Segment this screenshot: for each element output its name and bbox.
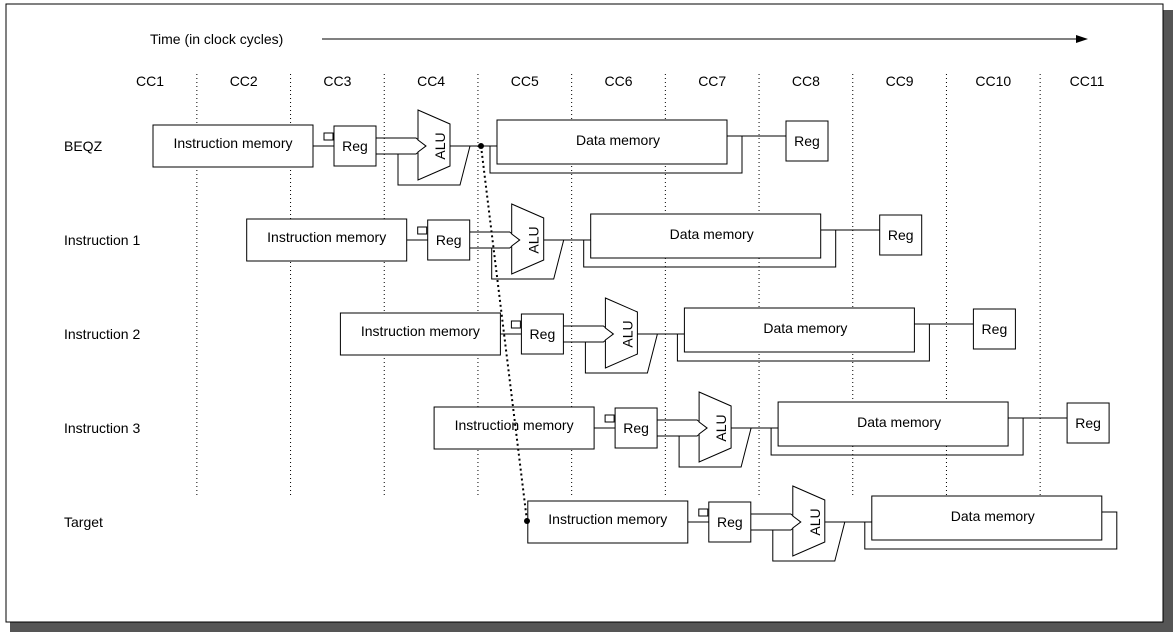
reg-write-notch: [323, 132, 334, 141]
reg-box: [614, 407, 658, 449]
alu-bypass-loop: [772, 521, 846, 562]
clock-cycle-label: CC2: [230, 73, 258, 89]
writeback-reg-box: [879, 214, 923, 256]
time-axis-label: Time (in clock cycles): [150, 31, 283, 47]
reg-box: [427, 219, 471, 261]
dmem-label: Data memory: [670, 226, 754, 242]
reg-label: Reg: [717, 514, 743, 530]
reg-write-notch: [604, 414, 615, 423]
alu-label: ALU: [526, 226, 542, 253]
clock-cycle-label: CC6: [604, 73, 632, 89]
imem-label: Instruction memory: [267, 229, 386, 245]
alu-label: ALU: [807, 508, 823, 535]
row-label: Instruction 1: [64, 232, 140, 248]
alu-shape: [604, 297, 638, 369]
clock-cycle-label: CC10: [975, 73, 1011, 89]
dmem-label: Data memory: [763, 320, 847, 336]
writeback-reg-label: Reg: [1075, 415, 1101, 431]
imem-label: Instruction memory: [548, 511, 667, 527]
reg-write-notch: [698, 508, 709, 517]
dmem-loop: [489, 135, 743, 174]
dmem-loop: [770, 417, 1024, 456]
row-label: Instruction 2: [64, 326, 140, 342]
dmem-box: [683, 307, 915, 353]
clock-cycle-dividers: [196, 74, 1041, 498]
branch-target-dot: [524, 518, 530, 524]
dmem-label: Data memory: [576, 132, 660, 148]
dmem-box: [496, 119, 728, 165]
dmem-loop: [864, 511, 1118, 550]
reg-label: Reg: [436, 232, 462, 248]
dmem-box: [590, 213, 822, 259]
alu-label: ALU: [619, 320, 635, 347]
alu-bypass-loop: [678, 427, 752, 468]
row-label: Target: [64, 514, 103, 530]
dmem-label: Data memory: [857, 414, 941, 430]
row-label: Instruction 3: [64, 420, 140, 436]
writeback-reg-label: Reg: [982, 321, 1008, 337]
clock-cycle-label: CC11: [1070, 73, 1105, 89]
reg-box: [520, 313, 564, 355]
alu-bypass-loop: [397, 145, 471, 186]
pipeline-row: Instruction memory Reg ALU Data memory Reg: [339, 297, 1016, 374]
alu-label: ALU: [432, 132, 448, 159]
clock-cycle-label: CC1: [136, 73, 164, 89]
dmem-box: [871, 495, 1103, 541]
clock-cycle-label: CC3: [323, 73, 351, 89]
dmem-loop: [583, 229, 837, 268]
reg-label: Reg: [623, 420, 649, 436]
writeback-reg-box: [972, 308, 1016, 350]
page-shadow-right: [1163, 10, 1173, 632]
reg-write-notch: [417, 226, 428, 235]
clock-cycle-label: CC5: [511, 73, 539, 89]
clock-cycle-label: CC7: [698, 73, 726, 89]
row-label: BEQZ: [64, 138, 103, 154]
writeback-reg-label: Reg: [888, 227, 914, 243]
pipeline-row: Instruction memory Reg ALU Data memory Reg: [152, 109, 829, 186]
imem-label: Instruction memory: [361, 323, 480, 339]
alu-bypass-loop: [491, 239, 565, 280]
reg-write-notch: [510, 320, 521, 329]
reg-label: Reg: [530, 326, 556, 342]
time-axis-arrow: [1076, 35, 1088, 43]
alu-shape: [698, 391, 732, 463]
clock-cycle-label: CC4: [417, 73, 445, 89]
reg-label: Reg: [342, 138, 368, 154]
reg-box: [333, 125, 377, 167]
alu-label: ALU: [713, 414, 729, 441]
imem-box: [152, 124, 314, 168]
writeback-reg-box: [785, 120, 829, 162]
alu-shape: [792, 485, 826, 557]
writeback-reg-box: [1066, 402, 1110, 444]
alu-shape: [417, 109, 451, 181]
clock-cycle-label: CC8: [792, 73, 820, 89]
imem-label: Instruction memory: [455, 417, 574, 433]
dmem-loop: [676, 323, 930, 362]
writeback-reg-label: Reg: [794, 133, 820, 149]
clock-cycle-labels: CC1 CC2 CC3 CC4 CC5 CC6 CC7 CC8 CC9 CC10 CC11: [136, 73, 1105, 89]
pipeline-row: Instruction memory Reg ALU Data memory: [527, 485, 1118, 562]
branch-source-dot: [478, 143, 484, 149]
row-labels: BEQZ Instruction 1 Instruction 2 Instructio…: [64, 138, 140, 530]
imem-box: [339, 312, 501, 356]
reg-box: [708, 501, 752, 543]
clock-cycle-label: CC9: [886, 73, 914, 89]
dmem-label: Data memory: [951, 508, 1035, 524]
page-shadow-bottom: [10, 622, 1173, 632]
pipeline-row: Instruction memory Reg ALU Data memory Reg: [246, 203, 923, 280]
alu-bypass-loop: [584, 333, 658, 374]
imem-label: Instruction memory: [173, 135, 292, 151]
alu-shape: [511, 203, 545, 275]
dmem-box: [777, 401, 1009, 447]
